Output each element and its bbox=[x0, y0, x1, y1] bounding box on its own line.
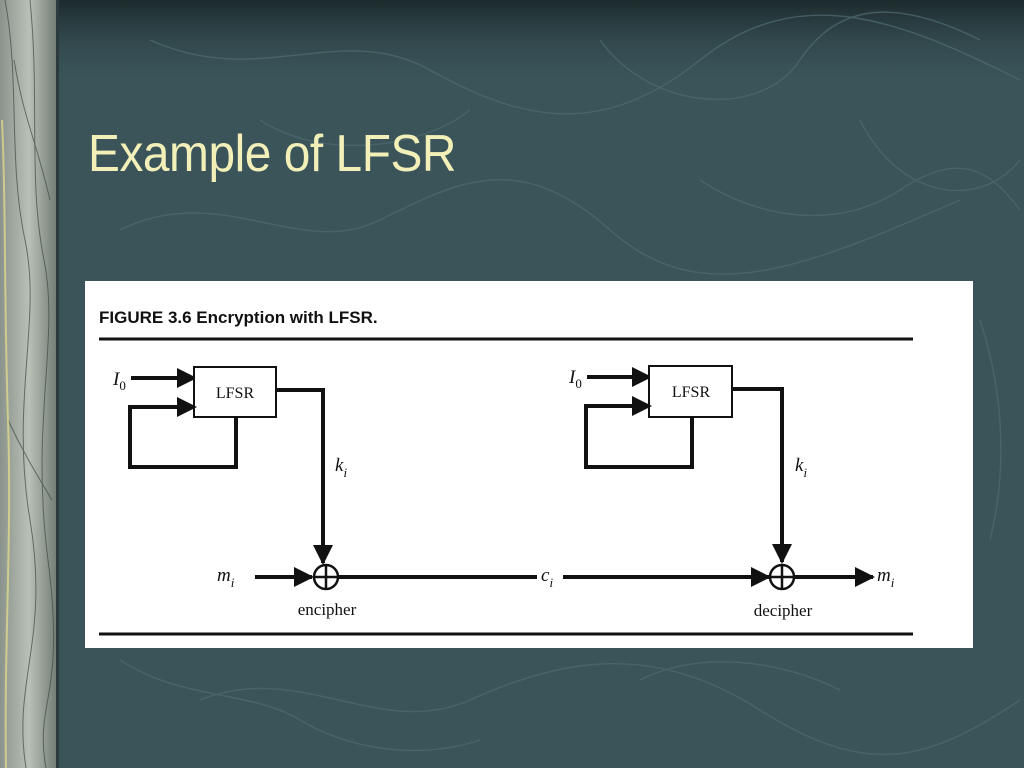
left-lfsr-label: LFSR bbox=[216, 385, 255, 402]
right-keystream-line bbox=[732, 387, 792, 564]
strip-texture bbox=[4, 0, 55, 768]
left-feedback-loop bbox=[128, 397, 238, 469]
right-feedback-loop bbox=[584, 396, 694, 469]
strip-highlight bbox=[1, 119, 11, 768]
right-seed-label: I0 bbox=[568, 367, 582, 391]
ciphertext-label: ci bbox=[541, 565, 553, 590]
decipher-xor-icon bbox=[768, 563, 796, 591]
top-shadow bbox=[0, 0, 1024, 90]
decipher-label: decipher bbox=[754, 601, 813, 620]
output-label: mi bbox=[877, 565, 895, 590]
left-seed-label: I0 bbox=[112, 369, 126, 393]
contour-lines bbox=[119, 11, 1021, 756]
figure-panel: FIGURE 3.6 Encryption with LFSR. I0 LFSR… bbox=[85, 281, 973, 648]
left-lfsr-box bbox=[193, 366, 277, 418]
strip-edge bbox=[56, 0, 59, 768]
right-key-label: ki bbox=[795, 455, 807, 480]
plaintext-label: mi bbox=[217, 565, 235, 590]
slide-title: Example of LFSR bbox=[88, 125, 456, 183]
encipher-xor-icon bbox=[312, 563, 340, 591]
right-lfsr-box bbox=[648, 365, 733, 418]
left-key-label: ki bbox=[335, 455, 347, 480]
encipher-section: I0 LFSR ki mi encipher bbox=[112, 366, 357, 619]
right-lfsr-label: LFSR bbox=[672, 384, 711, 401]
figure-caption: FIGURE 3.6 Encryption with LFSR. bbox=[99, 308, 378, 327]
lfsr-encryption-diagram: FIGURE 3.6 Encryption with LFSR. I0 LFSR… bbox=[99, 308, 913, 636]
left-photo-strip bbox=[0, 0, 58, 768]
left-keystream-line bbox=[276, 388, 333, 565]
encipher-label: encipher bbox=[298, 600, 357, 619]
decipher-section: I0 LFSR ki mi decipher bbox=[568, 365, 895, 620]
